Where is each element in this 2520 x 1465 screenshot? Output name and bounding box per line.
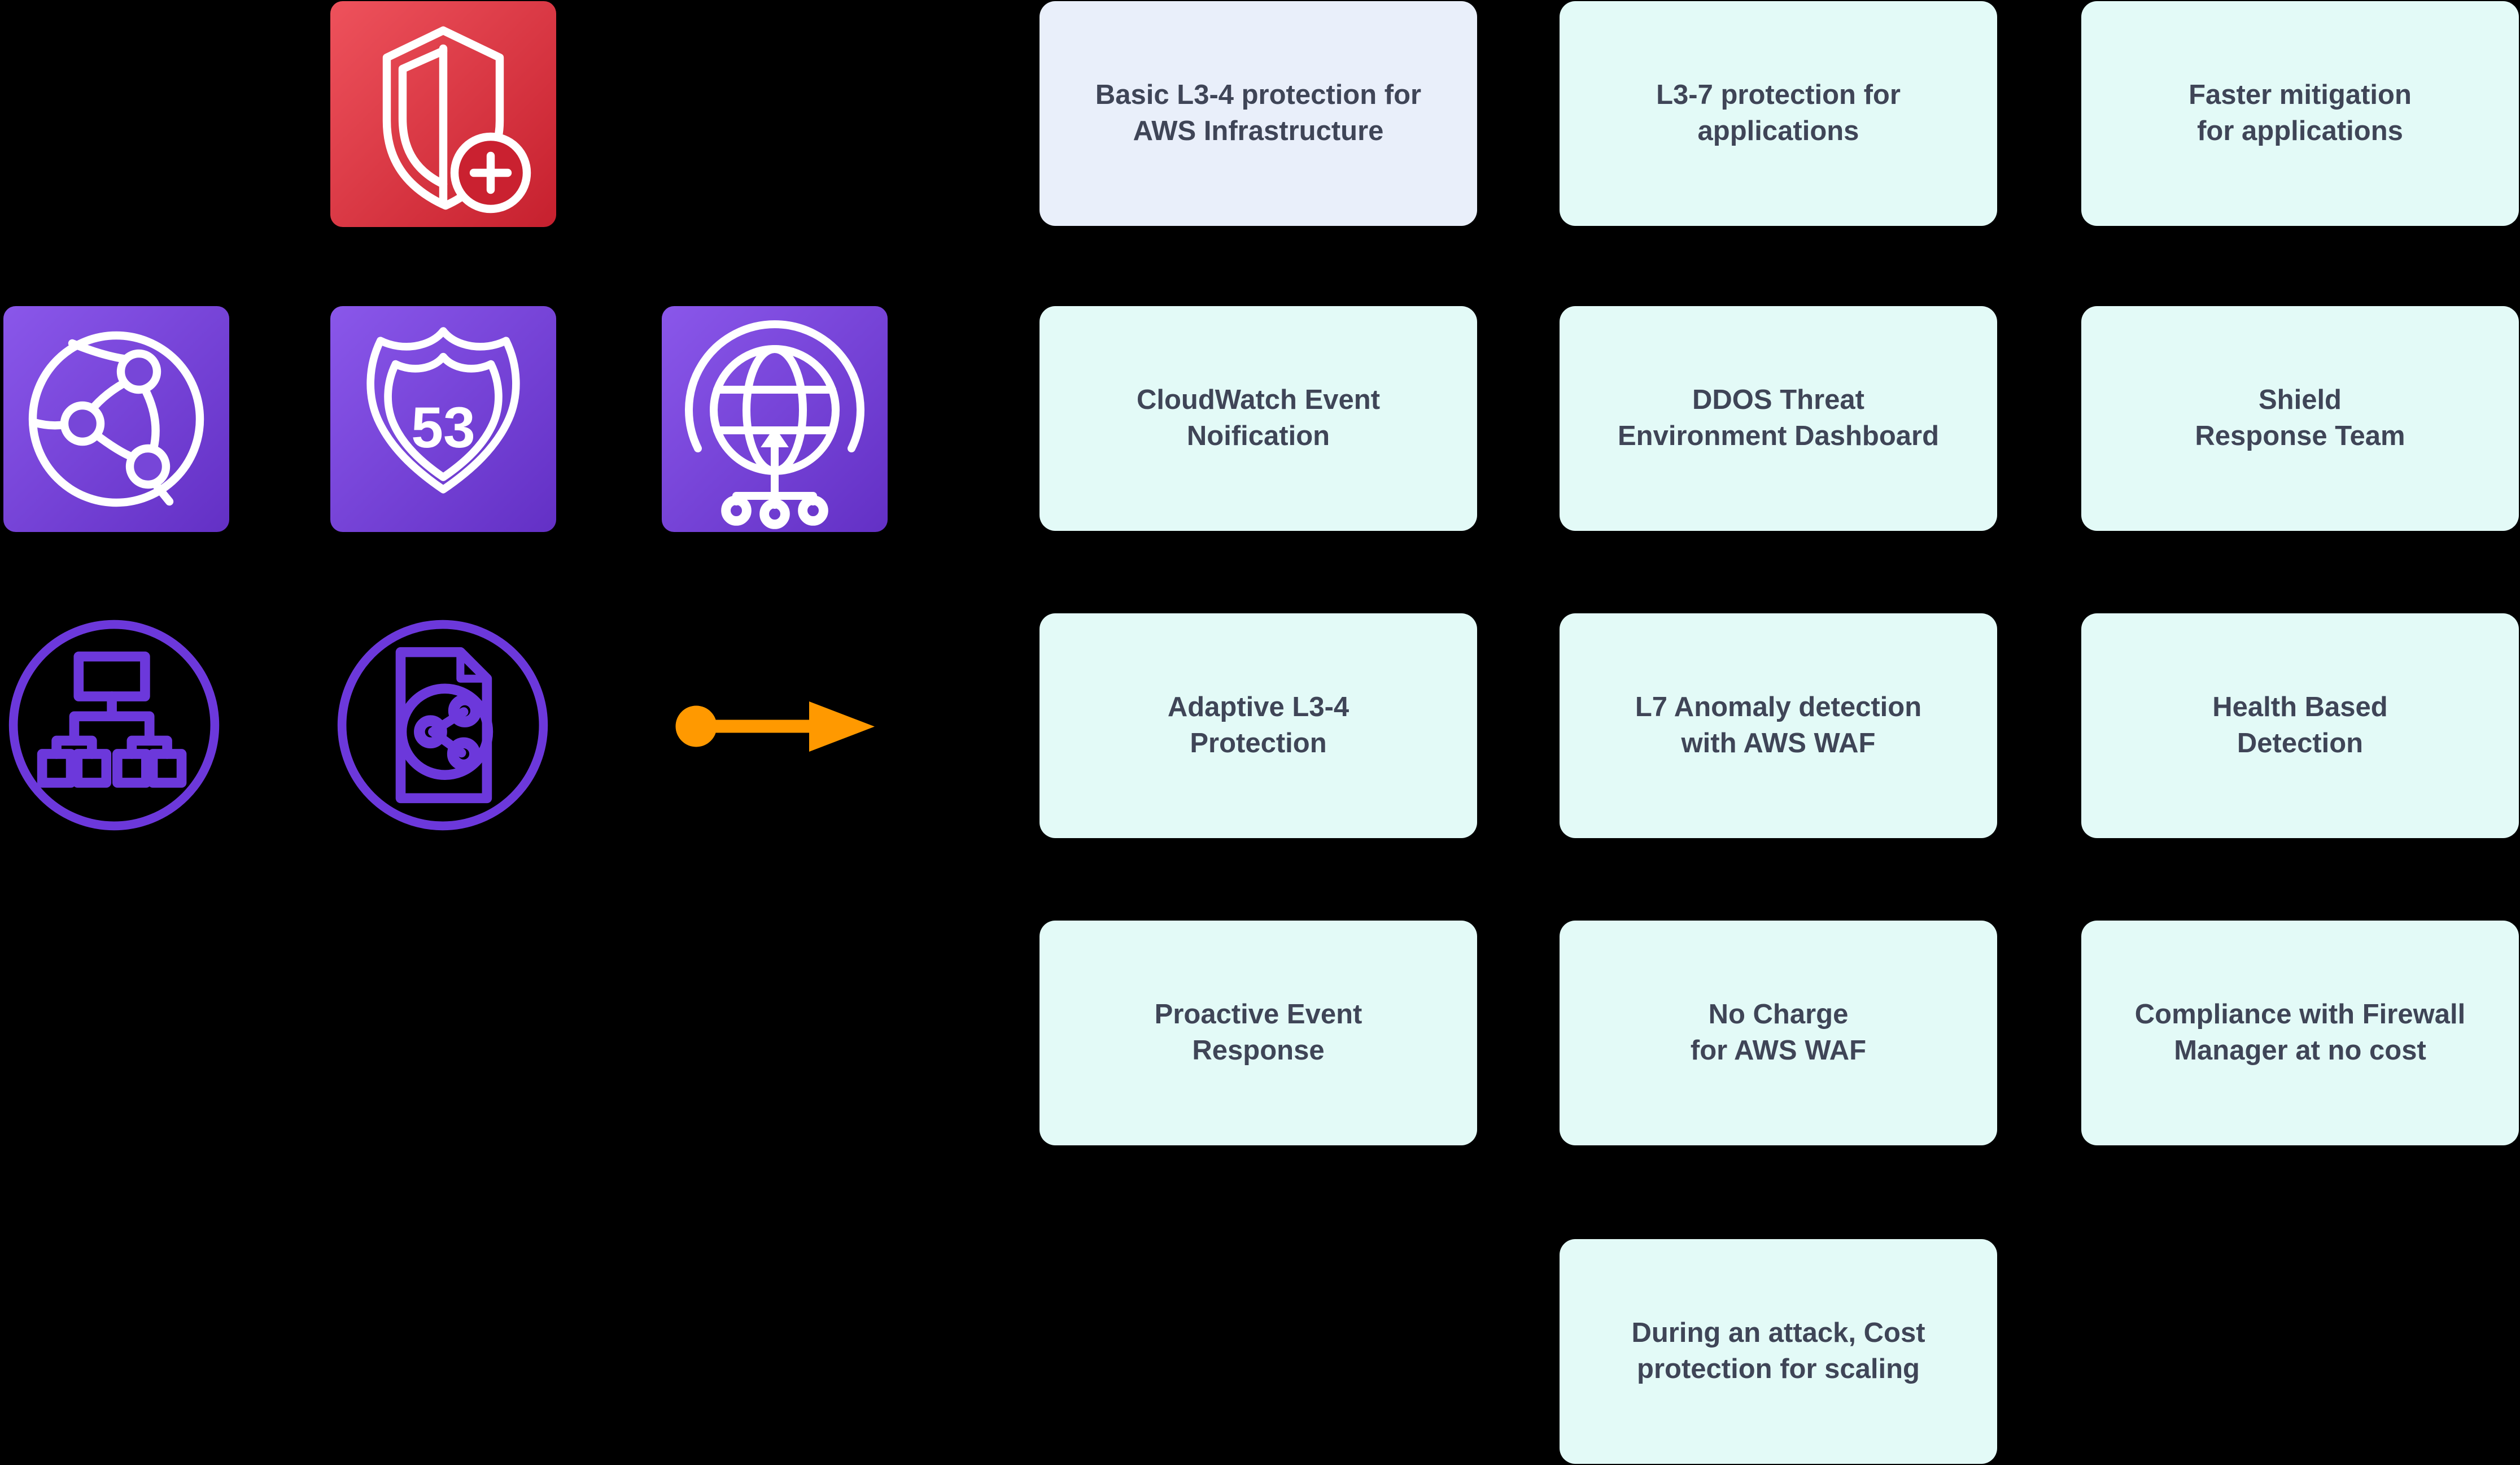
network-tree-badge bbox=[3, 614, 225, 836]
global-accelerator-tile bbox=[662, 306, 888, 532]
cloudfront-tile bbox=[3, 306, 229, 532]
route-53-badge-icon: 53 bbox=[366, 327, 520, 494]
network-tree-icon bbox=[8, 620, 220, 831]
flow-arrow bbox=[672, 695, 881, 758]
route53-label: 53 bbox=[411, 395, 475, 460]
shield-advanced-tile bbox=[330, 1, 556, 227]
route53-tile: 53 bbox=[330, 306, 556, 532]
document-share-badge bbox=[332, 614, 553, 836]
global-accelerator-icon bbox=[685, 320, 864, 529]
document-share-icon bbox=[337, 620, 548, 831]
flow-arrow-right-icon bbox=[675, 701, 875, 752]
shield-plus-icon bbox=[382, 26, 531, 213]
globe-nodes-icon bbox=[28, 331, 204, 507]
